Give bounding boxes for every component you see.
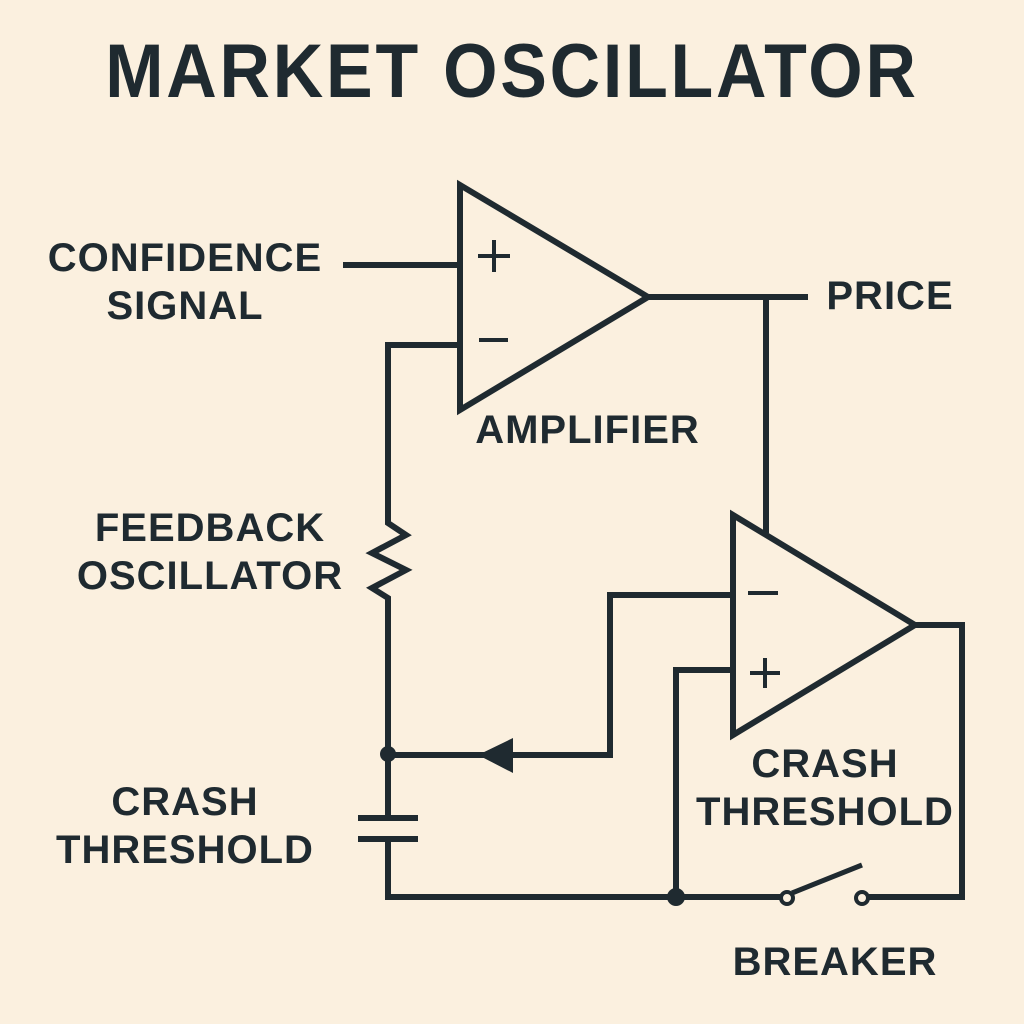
comparator-opamp-symbol	[730, 509, 921, 741]
feedback-junction-dot	[380, 746, 396, 762]
breaker-switch-lever	[791, 862, 863, 896]
confidence-signal-label: CONFIDENCE SIGNAL	[47, 236, 323, 328]
capacitor-crash-threshold-label: CRASH THRESHOLD	[56, 780, 314, 872]
diagram-title: MARKET OSCILLATOR	[105, 29, 919, 114]
price-label: PRICE	[826, 274, 954, 318]
amplifier-opamp-symbol	[457, 179, 654, 416]
bottom-rail-wire	[385, 839, 781, 900]
comparator-crash-threshold-label: CRASH THRESHOLD	[696, 742, 954, 834]
bottom-junction-dot	[667, 888, 685, 906]
feedback-return-wire	[388, 592, 733, 758]
breaker-terminal-left	[779, 890, 795, 906]
resistor-symbol	[365, 515, 413, 752]
feedback-arrow-icon	[478, 738, 513, 773]
breaker-terminal-right	[854, 890, 870, 906]
amplifier-inverting-wire	[385, 342, 460, 515]
comparator-output-wire	[868, 622, 965, 900]
breaker-label: BREAKER	[732, 940, 938, 984]
amplifier-label: AMPLIFIER	[475, 408, 700, 452]
feedback-oscillator-label: FEEDBACK OSCILLATOR	[76, 506, 344, 598]
comparator-noninverting-wire	[673, 667, 733, 897]
